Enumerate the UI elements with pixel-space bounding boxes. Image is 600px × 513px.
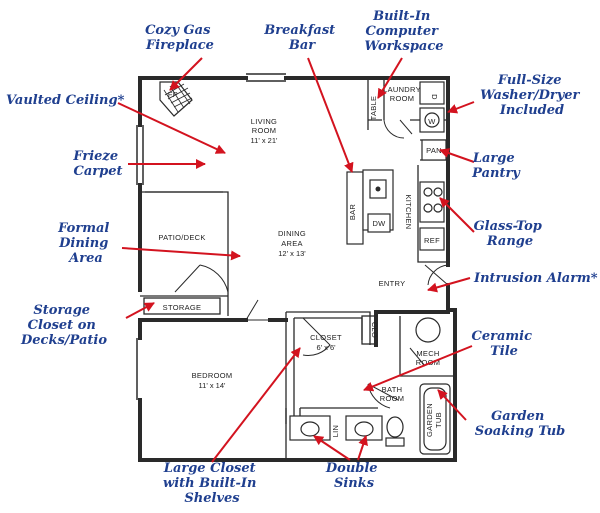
entry-label: ENTRY [379, 279, 406, 288]
callout-breakfast-bar: Breakfast Bar [263, 23, 339, 53]
tub-arrow [437, 389, 467, 421]
dishwasher-icon [367, 213, 391, 233]
toilet-icon [386, 416, 404, 438]
callout-fireplace: Cozy Gas Fireplace [145, 23, 215, 53]
clo-label: CLO [370, 322, 379, 338]
dryer-label: D [430, 94, 439, 100]
storage-label: STORAGE [163, 303, 202, 312]
washer-label: W [428, 117, 436, 126]
dryer-icon [419, 81, 445, 105]
pantry-arrow [439, 148, 475, 163]
callout-double-sinks: Double Sinks [325, 461, 382, 491]
garden-tub-label: GARDEN [425, 403, 434, 437]
sink-right-icon [354, 421, 374, 437]
bar-label: BAR [348, 204, 357, 221]
fireplace-icon [159, 81, 193, 117]
dining-arrow [121, 247, 241, 261]
callout-large-closet: Large Closet with Built-In Shelves [163, 461, 261, 506]
dishwasher-label: DW [372, 219, 386, 228]
refrigerator-label: REF [424, 236, 440, 245]
storage-arrow [125, 302, 155, 319]
callout-washer-dryer: Full-Size Washer/Dryer Included [480, 73, 584, 118]
kitchen-label: KITCHEN [404, 194, 413, 229]
alarm-arrow [427, 277, 471, 293]
callout-glass-top-range: Glass-Top Range [474, 219, 547, 249]
callout-intrusion-alarm: Intrusion Alarm* [473, 271, 598, 286]
closet-dimensions: 6' x 6' [316, 343, 336, 352]
bath-room-label-2: ROOM [380, 394, 405, 403]
dining-area-label: DINING [278, 229, 306, 238]
sinks-arrow-left [313, 435, 351, 461]
callout-storage-closet: Storage Closet on Decks/Patio [20, 303, 107, 348]
living-room-dimensions: 11' x 21' [251, 136, 278, 145]
dining-area-label-2: AREA [281, 239, 303, 248]
washer-arrow [447, 101, 475, 114]
closet-arrow [211, 347, 301, 463]
fixtures [143, 81, 451, 455]
callout-computer-workspace: Built-In Computer Workspace [364, 9, 443, 54]
callout-frieze-carpet: Frieze Carpet [72, 149, 122, 179]
garden-tub-label-2: TUB [434, 412, 443, 428]
mech-room-label: MECH [416, 349, 439, 358]
laundry-room-label-2: ROOM [390, 94, 415, 103]
closet-label: CLOSET [310, 333, 342, 342]
callout-arrows [117, 57, 475, 463]
callout-large-pantry: Large Pantry [471, 151, 521, 181]
water-heater-icon [415, 317, 441, 343]
workspace-arrow [377, 57, 403, 99]
fireplace-arrow [169, 57, 203, 91]
table-label: TABLE [369, 96, 378, 121]
linen-label: LIN [331, 425, 340, 438]
sinks-arrow-right [357, 435, 368, 461]
sink-left-icon [300, 421, 320, 437]
callout-text: Cozy Gas Fireplace Breakfast Bar Built-I… [6, 9, 598, 506]
patio-deck-label: PATIO/DECK [158, 233, 205, 242]
dining-area-dimensions: 12' x 13' [278, 249, 306, 258]
refrigerator-icon [419, 227, 445, 251]
living-room-label-2: ROOM [252, 126, 277, 135]
mech-room-label-2: ROOM [416, 358, 441, 367]
bar-arrow [307, 57, 354, 173]
vaulted-arrow [117, 102, 226, 154]
bath-room-label: BATH [382, 385, 403, 394]
door-swings [174, 119, 449, 409]
fireplace-label: FP [168, 90, 178, 99]
pantry-label: PAN [426, 146, 442, 155]
callout-formal-dining: Formal Dining Area [57, 221, 114, 266]
range-icon [419, 181, 445, 223]
callout-vaulted-ceiling: Vaulted Ceiling* [6, 93, 125, 108]
callout-garden-tub: Garden Soaking Tub [475, 409, 566, 439]
room-labels: LIVING ROOM 11' x 21' DINING AREA 12' x … [158, 85, 443, 437]
range-arrow [439, 197, 475, 233]
walls [136, 73, 457, 462]
living-room-label: LIVING [251, 117, 277, 126]
tile-arrow [363, 345, 473, 392]
bedroom-label: BEDROOM [192, 371, 233, 380]
callout-ceramic-tile: Ceramic Tile [471, 329, 536, 359]
laundry-room-label: LAUNDRY [383, 85, 421, 94]
bedroom-dimensions: 11' x 14' [199, 381, 226, 390]
